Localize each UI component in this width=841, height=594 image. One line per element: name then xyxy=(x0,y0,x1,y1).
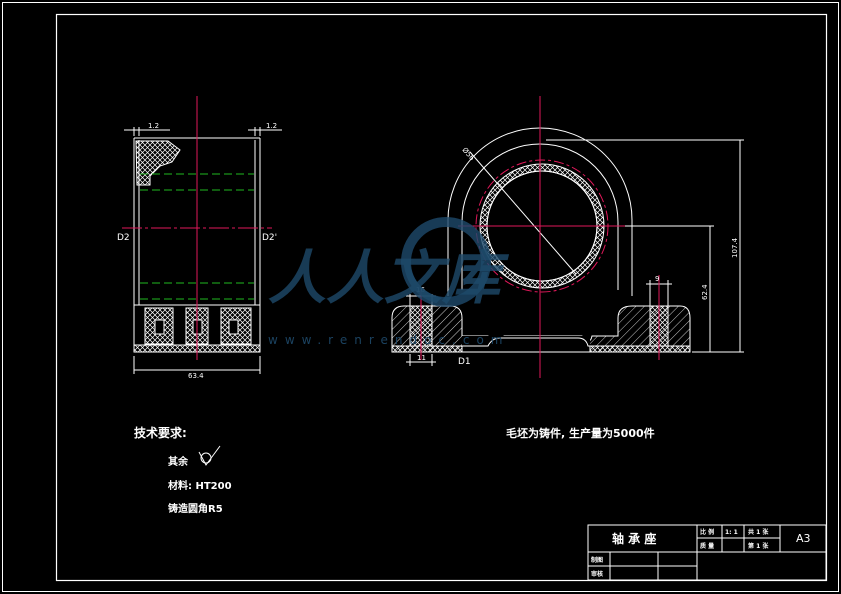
dim-center-height: 62.4 xyxy=(701,284,709,300)
scale-label: 比 例 xyxy=(700,528,714,536)
blank-note: 毛坯为铸件, 生产量为5000件 xyxy=(506,426,655,440)
part-name: 轴 承 座 xyxy=(612,531,656,546)
dim-diameter: Ø56 xyxy=(460,146,476,163)
tech-requirements-title: 技术要求: xyxy=(134,425,187,440)
dim-bottom-width: 63.4 xyxy=(188,372,204,380)
watermark-text: 人人文库 xyxy=(268,244,510,312)
dim-top-left: 1.2 xyxy=(148,122,159,130)
right-centerlines xyxy=(420,96,660,378)
sheet-number: 第 1 张 xyxy=(747,542,769,550)
roughness-icon xyxy=(198,445,221,466)
sheets-total: 共 1 张 xyxy=(748,528,769,536)
watermark: 人人文库 www.renrendoc.com xyxy=(268,217,510,347)
label-d2: D2 xyxy=(117,233,130,243)
label-d1: D1 xyxy=(458,357,471,367)
dim-height-total: 107.4 xyxy=(731,237,739,258)
title-block xyxy=(587,524,827,581)
quantity-label: 质 量 xyxy=(700,542,714,550)
scale-value: 1: 1 xyxy=(725,529,738,536)
dim-bolt-width: 11 xyxy=(417,354,426,362)
watermark-url: www.renrendoc.com xyxy=(268,333,509,347)
dim-top-right: 1.2 xyxy=(266,122,277,130)
left-hidden-lines xyxy=(140,173,254,300)
inner-border xyxy=(55,13,828,582)
label-d2-prime: D2' xyxy=(262,233,277,243)
dim-right-hole: 9 xyxy=(655,275,659,283)
left-section-view xyxy=(124,127,282,374)
review-label: 审核 xyxy=(591,570,603,578)
paper-size: A3 xyxy=(796,532,811,545)
fillet-note: 铸造圆角R5 xyxy=(168,502,223,515)
left-centerlines xyxy=(122,96,272,360)
drawn-label: 制图 xyxy=(591,556,603,564)
material-note: 材料: HT200 xyxy=(168,479,232,492)
roughness-label: 其余 xyxy=(168,455,189,468)
